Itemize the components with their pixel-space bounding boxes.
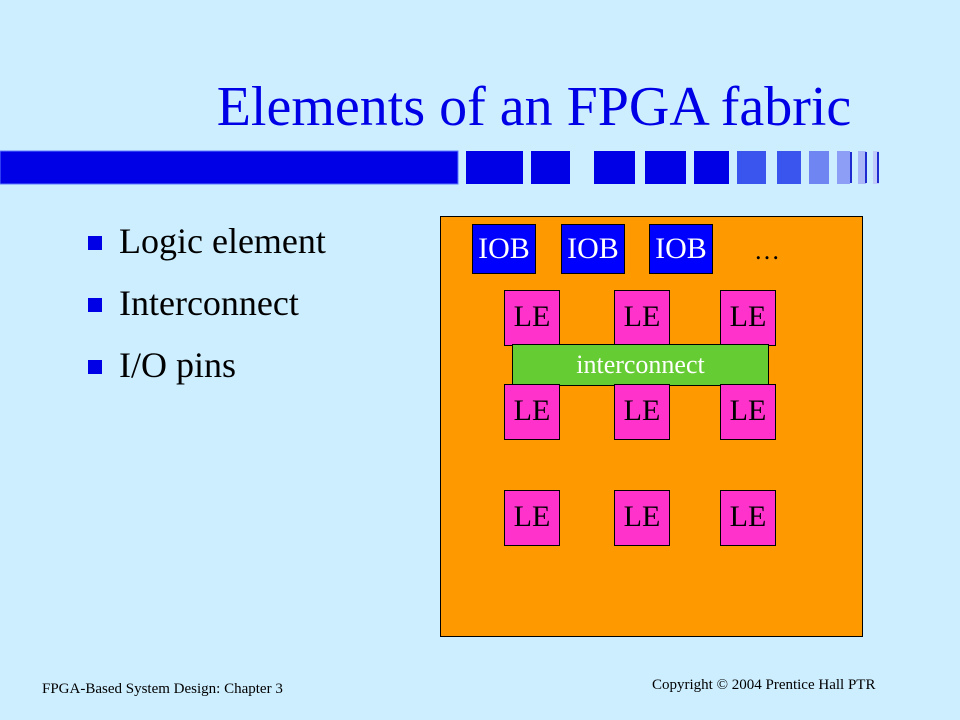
logic-element-block: LE — [720, 490, 776, 546]
interconnect-bar: interconnect — [512, 344, 769, 386]
logic-element-block: LE — [504, 384, 560, 440]
bullet-square-icon — [88, 360, 102, 374]
logic-element-block: LE — [614, 384, 670, 440]
title-decoration-bar — [0, 150, 879, 185]
logic-element-block: LE — [614, 490, 670, 546]
iob-block: IOB — [561, 224, 625, 274]
slide-title: Elements of an FPGA fabric — [216, 76, 852, 138]
iob-block: IOB — [472, 224, 536, 274]
logic-element-block: LE — [614, 290, 670, 346]
bullet-text: Logic element — [119, 221, 326, 261]
logic-element-block: LE — [720, 290, 776, 346]
footer-copyright: Copyright © 2004 Prentice Hall PTR — [652, 677, 876, 693]
logic-element-block: LE — [504, 290, 560, 346]
bullet-square-icon — [88, 298, 102, 312]
logic-element-block: LE — [504, 490, 560, 546]
footer-chapter-label: FPGA-Based System Design: Chapter 3 — [42, 681, 283, 697]
bullet-text: I/O pins — [119, 345, 236, 385]
logic-element-block: LE — [720, 384, 776, 440]
bullet-text: Interconnect — [119, 283, 299, 323]
iob-block: IOB — [649, 224, 713, 274]
bullet-square-icon — [88, 236, 102, 250]
iob-ellipsis: … — [754, 236, 780, 265]
